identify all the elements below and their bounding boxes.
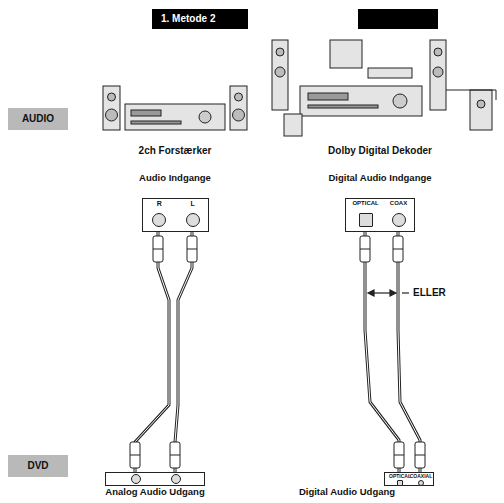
center-speaker: [368, 68, 412, 78]
plug-collar: [153, 249, 163, 250]
section-label: AUDIO: [22, 113, 54, 124]
plug-collar: [187, 249, 197, 250]
jack-panel: Digital Audio IndgangeOPTICAL COAX: [310, 172, 450, 232]
tweeter: [477, 100, 485, 108]
speaker-wire: [446, 90, 496, 100]
label-text: ELLER: [411, 287, 448, 298]
cable-plug: [130, 442, 140, 468]
buttons: [308, 105, 378, 108]
device-name: 2ch Forstærker: [85, 145, 265, 157]
panel-heading: Digital Audio Udgang: [252, 486, 442, 498]
cable-plug: [415, 442, 425, 468]
woofer: [433, 67, 443, 77]
round-jack: [392, 213, 406, 227]
tv-screen: [330, 40, 362, 68]
jack-panel: Analog Audio Udgang: [60, 472, 250, 498]
rear-panel: OPTICAL COAX: [345, 198, 415, 232]
plug-collar: [393, 249, 403, 250]
jack-label: OPTICAL: [352, 200, 378, 206]
cable-group: [393, 232, 425, 472]
display: [308, 93, 348, 100]
rear-panel: [105, 472, 205, 486]
blank-bar: [358, 9, 438, 29]
jack-label: COAX: [390, 200, 407, 206]
optical-jack: [397, 480, 403, 486]
round-jack: [171, 474, 181, 484]
panel-heading: Analog Audio Udgang: [60, 486, 250, 498]
jack-label: L: [191, 200, 195, 207]
plug-collar: [394, 455, 404, 456]
speaker: [430, 40, 446, 110]
cable-plug: [187, 236, 197, 262]
round-jack: [131, 474, 141, 484]
speaker: [470, 90, 492, 130]
dolby-receiver-set: [272, 40, 496, 136]
or-arrow: [368, 290, 409, 296]
leader-line: [402, 292, 409, 293]
woofer: [106, 109, 118, 121]
audio-cable: [398, 232, 420, 472]
arrow-shaft: [372, 292, 392, 293]
plug-collar: [360, 249, 370, 250]
panel-heading: Audio Indgange: [110, 172, 240, 184]
subwoofer: [284, 114, 302, 136]
rear-panel: RL: [142, 198, 209, 232]
or-label: ELLER: [411, 287, 448, 299]
cable-plug: [153, 236, 163, 262]
device-name: Dolby Digital Dekoder: [290, 145, 470, 157]
tweeter: [235, 93, 243, 101]
cable-highlight: [398, 232, 420, 472]
cable-plug: [170, 442, 180, 468]
cable-plug: [393, 236, 403, 262]
label-text: 2ch Forstærker: [137, 145, 214, 156]
knob: [199, 111, 211, 123]
cable-highlight: [135, 232, 192, 472]
tweeter: [276, 48, 284, 56]
section-tag: DVD: [8, 455, 68, 477]
jack-panel: Audio IndgangeRL: [110, 172, 240, 232]
jack-label: R: [157, 200, 162, 207]
optical-jack: [359, 213, 373, 227]
section-label: DVD: [27, 460, 48, 471]
buttons: [131, 121, 181, 124]
audio-cable: [365, 232, 399, 472]
cable-highlight: [365, 232, 399, 472]
knob: [393, 94, 407, 108]
display: [131, 110, 161, 116]
woofer: [275, 67, 285, 77]
speaker: [272, 40, 288, 110]
jack-panel: OPTICALCOAXIALDigital Audio Udgang: [252, 472, 442, 498]
woofer: [233, 109, 245, 121]
round-jack: [152, 213, 166, 227]
rear-panel: OPTICALCOAXIAL: [384, 472, 434, 486]
section-tag: AUDIO: [8, 108, 68, 130]
round-jack: [186, 213, 200, 227]
cable-plug: [360, 236, 370, 262]
cable-plug: [394, 442, 404, 468]
title-bar: 1. Metode 2: [152, 9, 248, 29]
jack-label: COAXIAL: [410, 474, 433, 479]
arrow-head: [390, 290, 396, 296]
audio-cable: [135, 232, 192, 472]
plug-collar: [130, 455, 140, 456]
amplifier-body: [125, 104, 225, 130]
receiver-body: [300, 86, 422, 116]
panel-heading: Digital Audio Indgange: [310, 172, 450, 184]
round-jack: [418, 480, 424, 486]
plug-collar: [415, 455, 425, 456]
jack-label: OPTICAL: [389, 474, 411, 479]
plug-collar: [170, 455, 180, 456]
tweeter: [434, 48, 442, 56]
stereo-amplifier: [103, 86, 247, 130]
label-text: Dolby Digital Dekoder: [326, 145, 434, 156]
cable-group: [130, 232, 197, 472]
speaker: [230, 86, 247, 130]
speaker: [103, 86, 120, 130]
arrow-head: [368, 290, 374, 296]
tweeter: [108, 93, 116, 101]
